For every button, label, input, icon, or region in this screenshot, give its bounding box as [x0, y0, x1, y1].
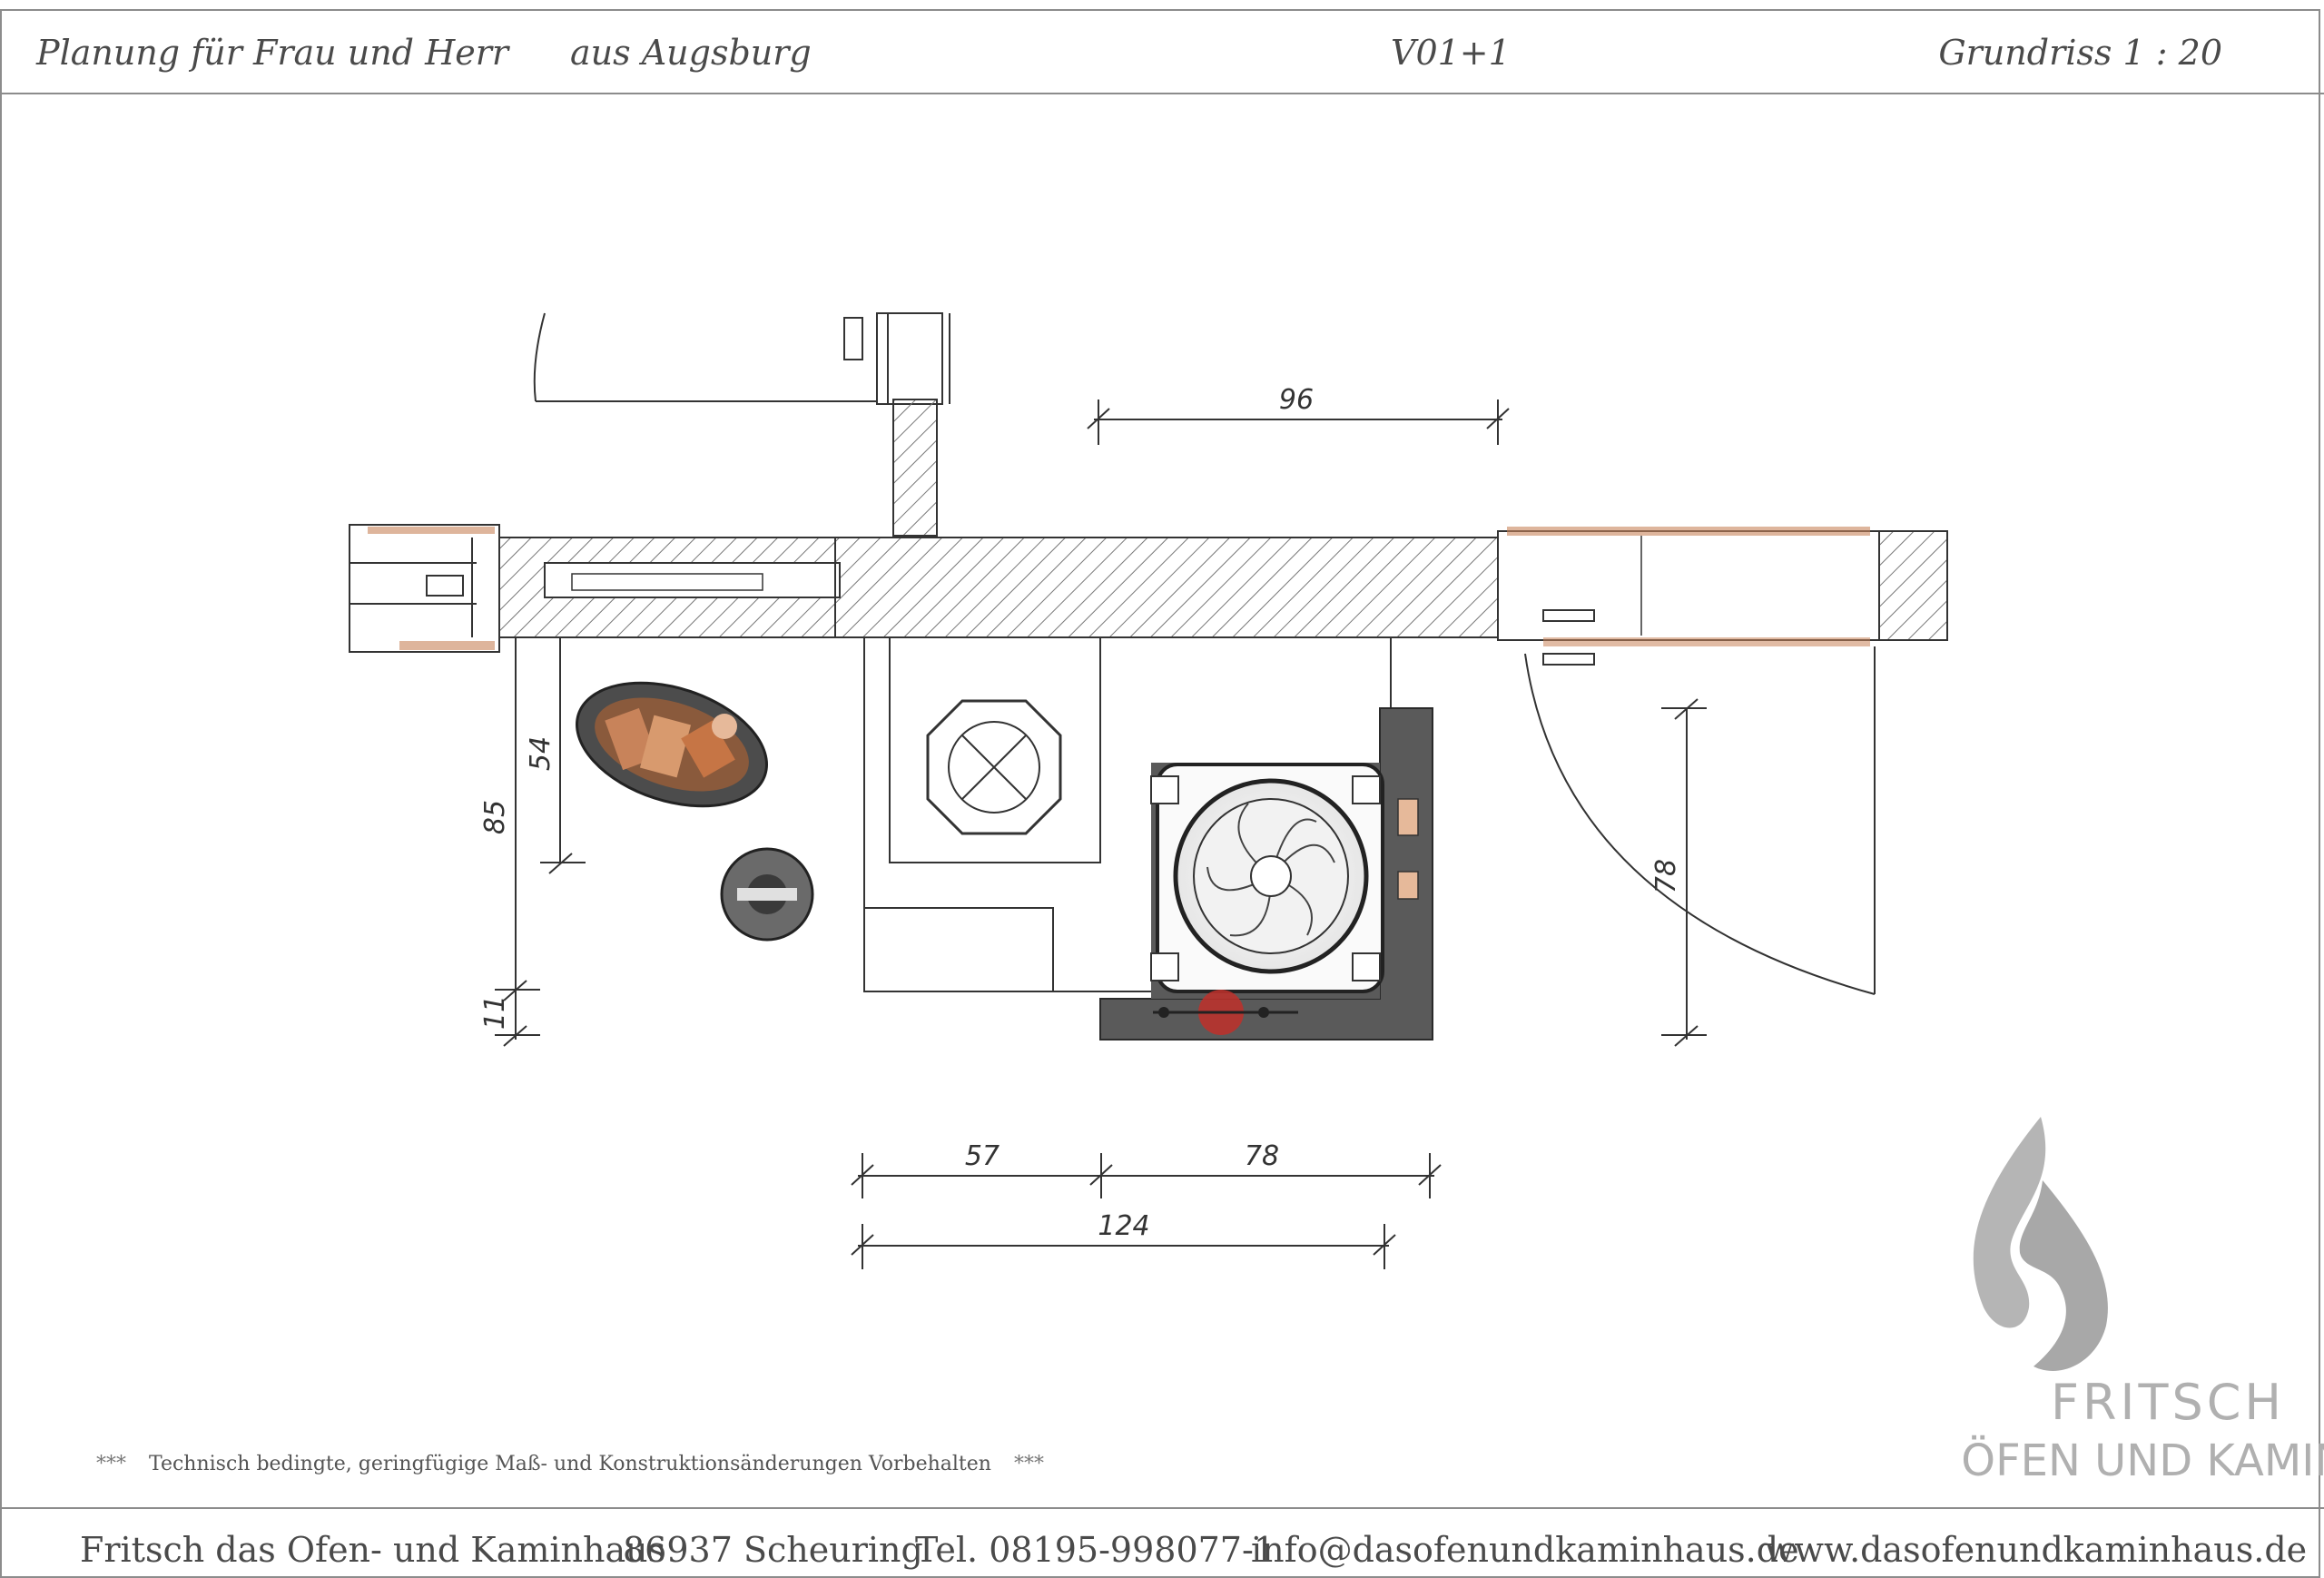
- door-swing-arc-top: [533, 312, 546, 402]
- client-name: Planung für Frau und Herr: [36, 33, 509, 73]
- flame-logo-icon: [1973, 1117, 2046, 1328]
- logo-text-line2: ÖFEN UND KAMINE: [1961, 1435, 2324, 1486]
- dimension-lines: [495, 399, 1707, 1269]
- footer-email: info@dasofenundkaminhaus.de: [1251, 1530, 1799, 1570]
- disclaimer-note: *** Technisch bedingte, geringfügige Maß…: [80, 1453, 1060, 1475]
- right-door-frame: [1497, 527, 1880, 995]
- dim-left-outer: 85: [479, 800, 511, 834]
- left-door-frame: [349, 524, 500, 653]
- flue-connector: [926, 699, 1062, 835]
- title-block-header: [0, 9, 2324, 94]
- disclaimer-stars-left: ***: [96, 1453, 126, 1475]
- wood-basket: [576, 681, 768, 808]
- dim-bottom-left: 57: [965, 1140, 1000, 1172]
- logo-text-line1: FRITSCH: [2051, 1374, 2285, 1431]
- footer-phone: Tel. 08195-998077-1: [915, 1530, 1275, 1570]
- partition-wall: [843, 312, 950, 537]
- sheet-frame: [0, 9, 2320, 1578]
- dim-top-width: 96: [1279, 384, 1314, 416]
- footer-company: Fritsch das Ofen- und Kaminhaus: [80, 1530, 666, 1570]
- dim-left-inner: 54: [525, 736, 556, 771]
- plan-version: V01+1: [1391, 33, 1511, 73]
- dim-bottom-total: 124: [1098, 1210, 1149, 1242]
- dim-left-small: 11: [479, 995, 511, 1030]
- footer-divider: [0, 1507, 2324, 1509]
- fritsch-logo: [1973, 1117, 2108, 1371]
- client-location: aus Augsburg: [570, 33, 812, 73]
- footer-city: 86937 Scheuring: [623, 1530, 923, 1570]
- disclaimer-stars-right: ***: [1013, 1453, 1044, 1475]
- main-wall: [471, 530, 1948, 641]
- stove-unit: [1099, 707, 1433, 1040]
- plan-scale: Grundriss 1 : 20: [1938, 33, 2222, 73]
- dim-bottom-right: 78: [1245, 1140, 1279, 1172]
- dim-right-depth: 78: [1650, 859, 1682, 893]
- disclaimer-text: Technisch bedingte, geringfügige Maß- un…: [149, 1453, 991, 1475]
- round-stool: [720, 847, 814, 942]
- footer-website: www.dasofenundkaminhaus.de: [1765, 1530, 2308, 1570]
